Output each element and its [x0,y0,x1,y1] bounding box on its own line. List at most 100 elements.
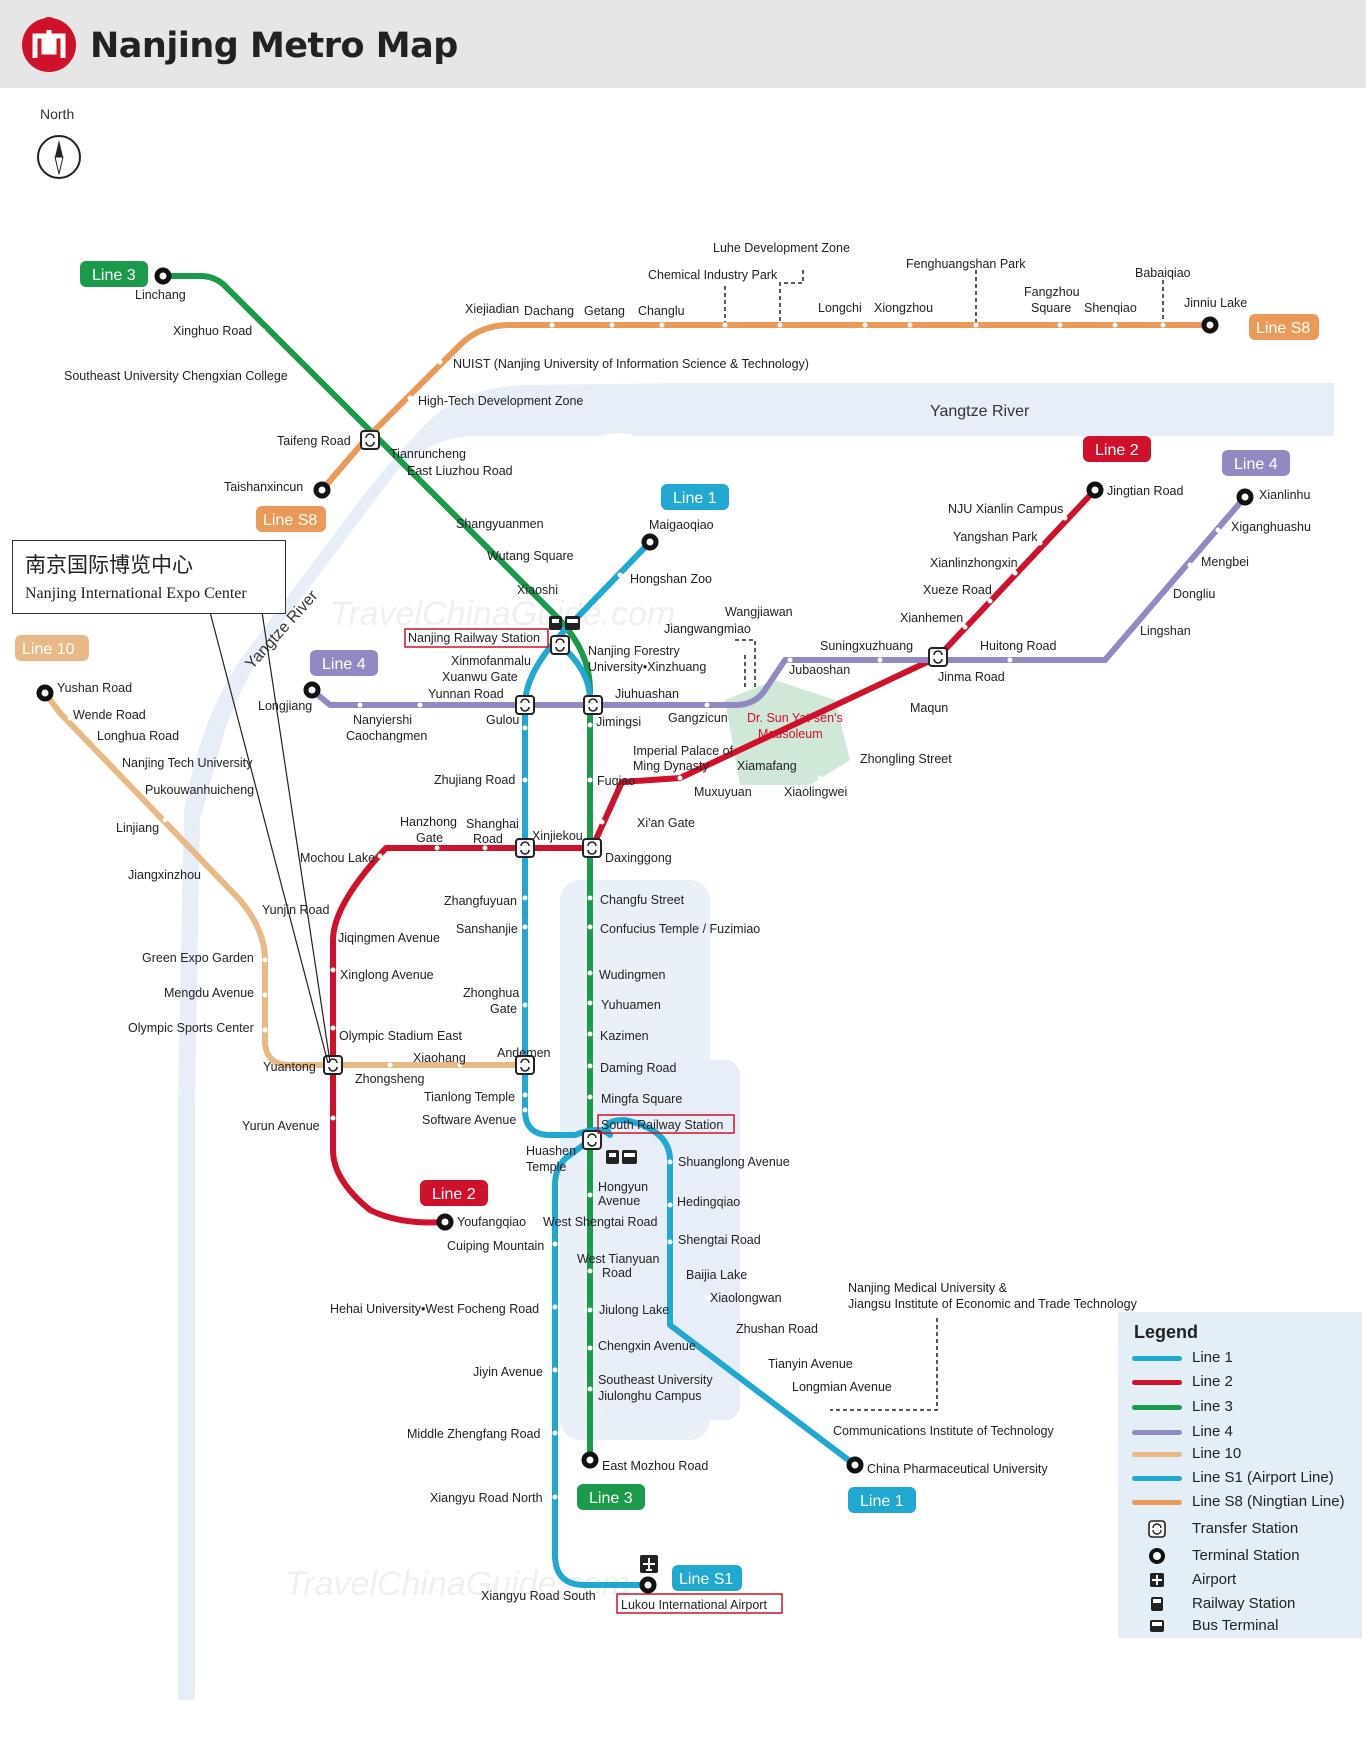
station-label: Tianruncheng [390,447,466,461]
badge-line4-left: Line 4 [322,656,366,673]
station-label: Green Expo Garden [142,951,254,965]
station-label: Fuqiao [597,774,635,788]
station-label: Jingtian Road [1107,484,1183,498]
legend: Legend Line 1 Line 2 Line 3 Line 4 Line … [1118,1312,1362,1638]
station-label: Ming Dynasty [633,759,709,773]
badge-line3-top: Line 3 [92,267,136,284]
badge-line10: Line 10 [22,641,75,658]
station-label: Tianyin Avenue [768,1357,853,1371]
station-label: Gangzicun [668,711,728,725]
station-label: Daming Road [600,1061,676,1075]
mausoleum-label-2: Mausoleum [758,727,823,741]
station-label: Southeast University [598,1373,713,1387]
line-4-path [309,494,1248,708]
airport-highlight [616,1593,783,1614]
expo-center-chinese: 南京国际博览中心 [25,553,193,577]
station-label: Jiangsu Institute of Economic and Trade … [848,1297,1138,1311]
station-label: Shanghai [466,817,519,831]
station-label: Yangshan Park [953,530,1038,544]
railway-icon [1151,1597,1163,1611]
station-label: Sanshanjie [456,922,518,936]
station-label: Zhujiang Road [434,773,515,787]
station-label: Square [1031,301,1071,315]
legend-item-terminal: Terminal Station [1118,1546,1362,1568]
station-label: Yurun Avenue [242,1119,320,1133]
legend-swatch [1132,1356,1182,1361]
legend-swatch [1132,1476,1182,1481]
station-label: Taishanxincun [224,480,303,494]
badge-s8-left: Line S8 [263,512,317,529]
station-label: Xiaolongwan [710,1291,782,1305]
station-label: Olympic Stadium East [339,1029,462,1043]
legend-item-transfer: Transfer Station [1118,1519,1362,1541]
station-label: Zhushan Road [736,1322,818,1336]
legend-item-line-2: Line 2 [1118,1372,1362,1394]
legend-title: Legend [1134,1322,1199,1342]
mausoleum-label-1: Dr. Sun Yat-sen's [747,711,843,725]
station-label: Huitong Road [980,639,1056,653]
station-label: Caochangmen [346,729,427,743]
station-label: Longjiang [258,699,312,713]
station-label: Hongyun [598,1180,648,1194]
station-label: Jiangwangmiao [664,622,751,636]
station-label: Babaiqiao [1135,266,1191,280]
legend-swatch [1132,1452,1182,1457]
badge-line2-bottom: Line 2 [432,1186,476,1203]
station-label: Avenue [598,1194,640,1208]
station-label: Kazimen [600,1029,649,1043]
expo-center-english: Nanjing International Expo Center [25,585,247,602]
station-label: Temple [526,1160,566,1174]
legend-item-line-s8: Line S8 (Ningtian Line) [1118,1492,1362,1514]
station-label: Dachang [524,304,574,318]
station-label: Xiongzhou [874,301,933,315]
station-label: Gate [416,831,443,845]
station-label: China Pharmaceutical University [867,1462,1048,1476]
station-label: Xiaohang [413,1051,466,1065]
nanjing-metro-logo-icon [22,17,76,72]
station-label: Nanjing Forestry [588,644,680,658]
station-label: Longhua Road [97,729,179,743]
station-label: Yushan Road [57,681,132,695]
station-label: Hehai University•West Focheng Road [330,1302,539,1316]
badge-line3-bottom: Line 3 [589,1490,633,1507]
watermark-top: TravelChinaGuide.com [330,595,675,633]
railway-station-icon [549,616,562,630]
airport-icon [640,1555,658,1573]
north-label: North [40,106,75,122]
station-label: Xueze Road [923,583,992,597]
legend-swatch [1132,1405,1182,1410]
legend-item-bus: Bus Terminal [1118,1616,1362,1638]
legend-swatch [1132,1430,1182,1435]
station-label: Communications Institute of Technology [833,1424,1054,1438]
station-label: Pukouwanhuicheng [145,783,254,797]
compass-icon [37,135,81,179]
station-label: Mingfa Square [601,1092,682,1106]
bus-terminal-icon-south [622,1150,637,1164]
railway-station-highlight [404,628,549,648]
station-label: Mengbei [1201,555,1249,569]
badge-line4-right: Line 4 [1234,456,1278,473]
station-label: Jiulong Lake [599,1303,669,1317]
legend-item-line-1: Line 1 [1118,1348,1362,1370]
header-bar: Nanjing Metro Map [0,0,1366,88]
station-label: Wutang Square [487,549,574,563]
station-label: Luhe Development Zone [713,241,850,255]
station-label: Hedingqiao [677,1195,740,1209]
station-label: Xianhemen [900,611,963,625]
bus-icon [1150,1620,1164,1632]
page-title: Nanjing Metro Map [90,26,458,66]
station-label: Hongshan Zoo [630,572,712,586]
legend-item-line-s1: Line S1 (Airport Line) [1118,1468,1362,1490]
station-label: Wende Road [73,708,146,722]
legend-item-line-4: Line 4 [1118,1422,1362,1444]
station-label: Road [602,1266,632,1280]
station-label: University•Xinzhuang [588,660,706,674]
station-dots [67,322,1221,1500]
station-label: Shuanglong Avenue [678,1155,790,1169]
station-label: Xinjiekou [532,829,583,843]
station-label: Yuantong [263,1060,316,1074]
station-label: Yunjin Road [262,903,329,917]
station-label: Xiamafang [737,759,797,773]
station-label: Xianlinzhongxin [930,556,1018,570]
